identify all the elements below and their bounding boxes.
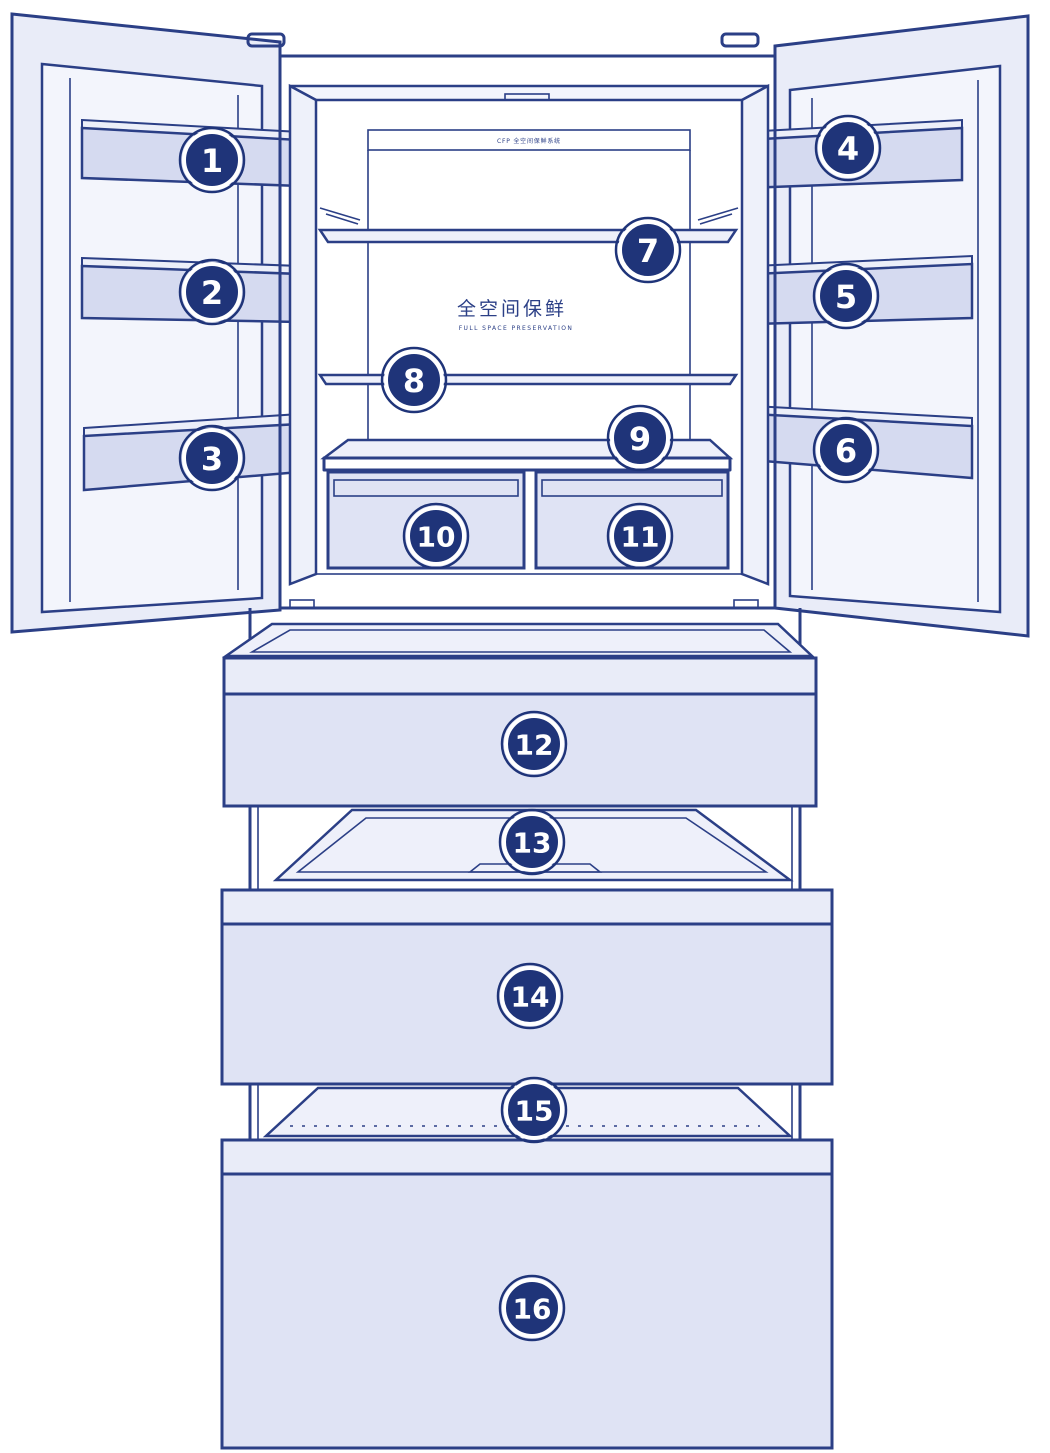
callout-circle — [502, 812, 562, 872]
callout-ring — [606, 502, 674, 570]
callout-circle — [610, 408, 670, 468]
callout-12: 12 — [500, 710, 568, 778]
callout-circle — [816, 420, 876, 480]
callout-16: 16 — [498, 1274, 566, 1342]
callout-number: 1 — [201, 142, 223, 180]
callout-3: 3 — [178, 424, 246, 492]
callout-number: 16 — [513, 1293, 552, 1326]
upper-drawer-tray — [222, 622, 816, 658]
top-label: CFP 全空间保鲜系统 — [497, 137, 561, 145]
callout-circle — [610, 506, 670, 566]
callout-number: 5 — [835, 278, 857, 316]
callout-number: 7 — [637, 232, 659, 270]
callout-ring — [178, 126, 246, 194]
callout-ring — [496, 962, 564, 1030]
callout-circle — [502, 1278, 562, 1338]
callout-circle — [504, 1080, 564, 1140]
callout-circle — [504, 714, 564, 774]
callout-ring — [812, 416, 880, 484]
callout-number: 8 — [403, 362, 425, 400]
callout-ring — [812, 262, 880, 330]
callout-5: 5 — [812, 262, 880, 330]
callout-circle — [384, 350, 444, 410]
callout-1: 1 — [178, 126, 246, 194]
callout-ring — [380, 346, 448, 414]
callout-circle — [182, 428, 242, 488]
callout-number: 10 — [417, 521, 456, 554]
callout-number: 3 — [201, 440, 223, 478]
callout-ring — [178, 258, 246, 326]
callout-11: 11 — [606, 502, 674, 570]
callout-ring — [178, 424, 246, 492]
callout-4: 4 — [814, 114, 882, 182]
callout-ring — [402, 502, 470, 570]
callout-ring — [614, 216, 682, 284]
left-door — [10, 12, 302, 634]
callout-circle — [618, 220, 678, 280]
callout-number: 15 — [515, 1095, 554, 1128]
callout-10: 10 — [402, 502, 470, 570]
callout-number: 4 — [837, 130, 859, 168]
callout-circle — [816, 266, 876, 326]
callout-6: 6 — [812, 416, 880, 484]
callout-number: 2 — [201, 274, 223, 312]
callout-ring — [498, 808, 566, 876]
callout-ring — [606, 404, 674, 472]
callout-9: 9 — [606, 404, 674, 472]
callout-number: 13 — [513, 827, 552, 860]
callout-number: 6 — [835, 432, 857, 470]
callout-15: 15 — [500, 1076, 568, 1144]
callout-13: 13 — [498, 808, 566, 876]
callout-circle — [182, 262, 242, 322]
callout-7: 7 — [614, 216, 682, 284]
callout-number: 14 — [511, 981, 550, 1014]
brand-sub: FULL SPACE PRESERVATION — [459, 325, 574, 332]
right-hinge — [720, 32, 760, 48]
callout-ring — [498, 1274, 566, 1342]
callout-number: 11 — [621, 521, 660, 554]
callout-number: 9 — [629, 420, 651, 458]
callout-ring — [500, 710, 568, 778]
right-door — [742, 14, 1030, 638]
callout-circle — [818, 118, 878, 178]
callout-2: 2 — [178, 258, 246, 326]
left-hinge — [246, 32, 286, 48]
callout-circle — [182, 130, 242, 190]
callout-ring — [500, 1076, 568, 1144]
callout-14: 14 — [496, 962, 564, 1030]
callout-circle — [500, 966, 560, 1026]
callout-circle — [406, 506, 466, 566]
callout-8: 8 — [380, 346, 448, 414]
callout-number: 12 — [515, 729, 554, 762]
brand-main: 全空间保鲜 — [457, 298, 567, 320]
callout-ring — [814, 114, 882, 182]
